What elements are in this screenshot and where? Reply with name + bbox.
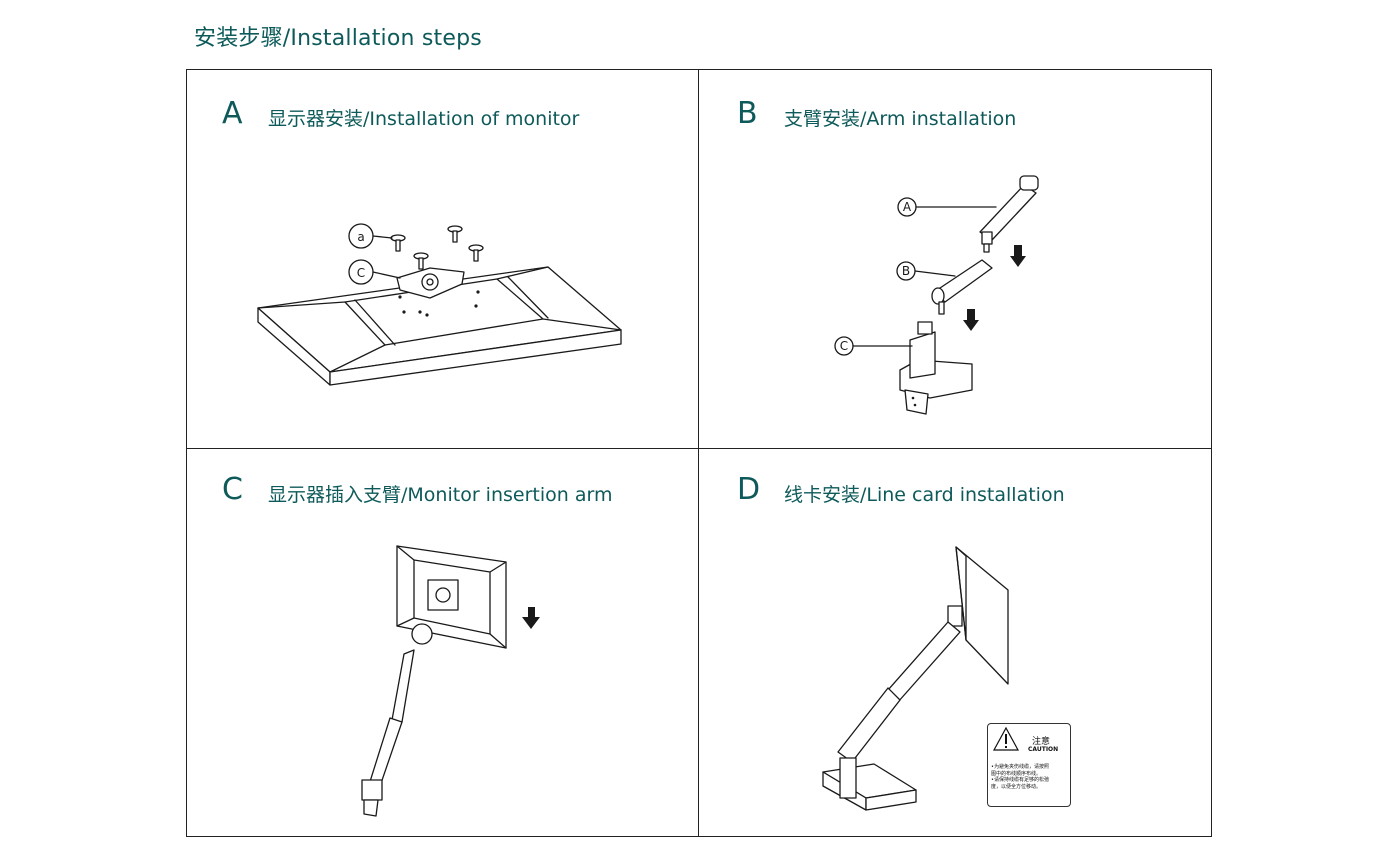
grid-horizontal-divider	[186, 448, 1212, 449]
screw-set	[390, 225, 484, 270]
step-a-letter: A	[222, 96, 243, 131]
callout-arm-c: C	[840, 339, 848, 353]
caution-title-en: CAUTION	[1028, 746, 1059, 753]
caution-title: 注意	[1032, 737, 1051, 747]
step-c-title: 显示器插入支臂/Monitor insertion arm	[268, 484, 613, 506]
step-c-letter: C	[222, 472, 243, 507]
caution-line: 图中的布线顺序布线。	[991, 770, 1042, 777]
callout-arm-a: A	[903, 200, 912, 214]
down-arrow-icon	[963, 309, 979, 331]
page-title: 安装步骤/Installation steps	[194, 26, 482, 51]
caution-line: •为避免夹伤线缆，请按照	[991, 764, 1049, 770]
step-b-title: 支臂安装/Arm installation	[784, 108, 1017, 130]
grid-vertical-divider	[698, 69, 699, 837]
caution-line: 度，以便全方位移动。	[991, 783, 1042, 790]
callout-arm-b: B	[902, 264, 910, 278]
step-a-title: 显示器安装/Installation of monitor	[268, 108, 580, 130]
step-b-letter: B	[737, 96, 758, 131]
down-arrow-icon	[1010, 245, 1026, 267]
caution-line: •请保持线缆有足够的松弛	[991, 777, 1049, 784]
step-d-title: 线卡安装/Line card installation	[784, 484, 1065, 506]
callout-a: a	[357, 230, 364, 244]
callout-c-plate: C	[357, 266, 365, 280]
caution-label: 注意 CAUTION •为避免夹伤线缆，请按照 图中的布线顺序布线。 •请保持线…	[987, 723, 1071, 807]
down-arrow-icon	[522, 607, 540, 629]
step-d-letter: D	[737, 472, 761, 507]
caution-text: •为避免夹伤线缆，请按照 图中的布线顺序布线。 •请保持线缆有足够的松弛 度，以…	[991, 764, 1069, 790]
steps-grid	[186, 69, 1212, 837]
